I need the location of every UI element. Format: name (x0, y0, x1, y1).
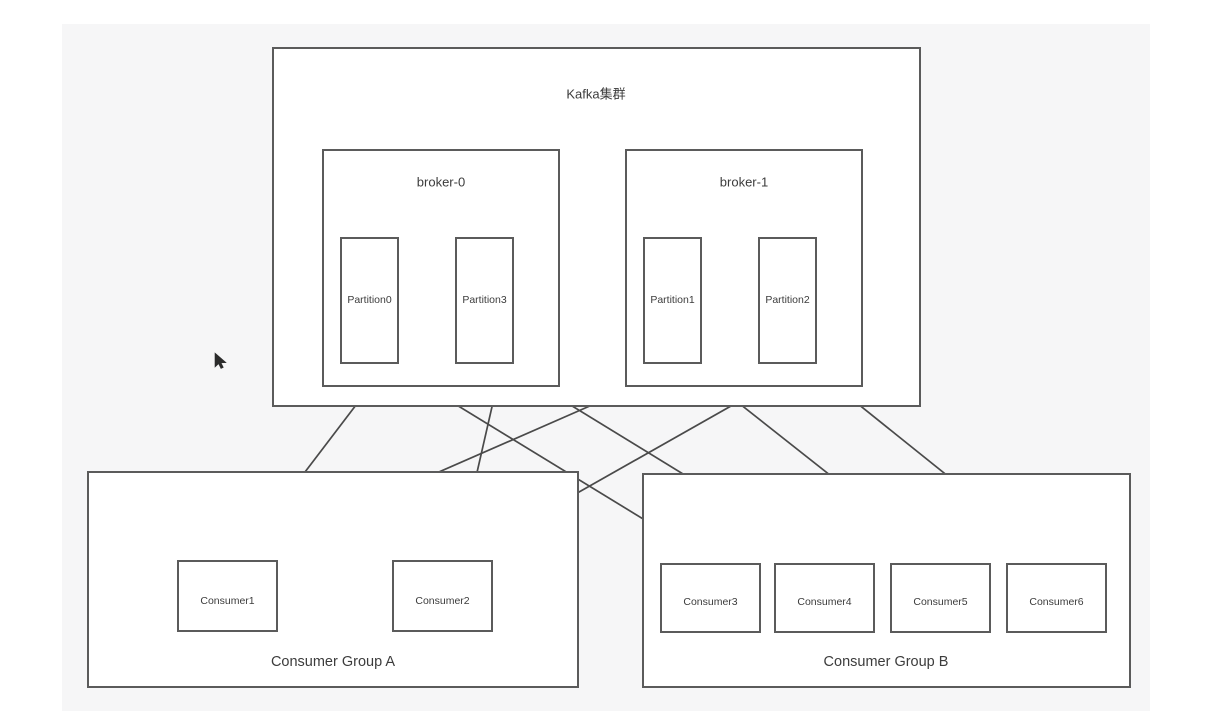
consumer2-label: Consumer2 (415, 595, 469, 607)
consumer-group-b-label: Consumer Group B (824, 654, 949, 670)
consumer3-label: Consumer3 (683, 596, 737, 608)
partition1-container[interactable]: Partition1 (643, 237, 702, 364)
consumer2-box[interactable] (392, 560, 493, 632)
consumer1-container[interactable]: Consumer1 (177, 560, 278, 632)
consumer-group-a-box[interactable] (87, 471, 579, 688)
partition0-box[interactable] (340, 237, 399, 364)
partition0-container[interactable]: Partition0 (340, 237, 399, 364)
consumer5-label: Consumer5 (913, 596, 967, 608)
consumer3-container[interactable]: Consumer3 (660, 563, 761, 633)
partition1-box[interactable] (643, 237, 702, 364)
partition3-container[interactable]: Partition3 (455, 237, 514, 364)
partition1-label: Partition1 (650, 294, 695, 306)
partition2-container[interactable]: Partition2 (758, 237, 817, 364)
consumer-group-a-label: Consumer Group A (271, 654, 395, 670)
partition2-label: Partition2 (765, 294, 810, 306)
consumer6-container[interactable]: Consumer6 (1006, 563, 1107, 633)
kafka-cluster-container[interactable]: Kafka集群 broker-0 Partition0 Partition3 b… (272, 47, 921, 407)
kafka-cluster-title: Kafka集群 (566, 86, 625, 101)
consumer4-container[interactable]: Consumer4 (774, 563, 875, 633)
broker-0-label: broker-0 (417, 174, 465, 189)
partition3-label: Partition3 (462, 294, 507, 306)
partition3-box[interactable] (455, 237, 514, 364)
consumer5-container[interactable]: Consumer5 (890, 563, 991, 633)
broker-1-container[interactable]: broker-1 Partition1 Partition2 (625, 149, 863, 387)
consumer6-box[interactable] (1006, 563, 1107, 633)
broker-0-container[interactable]: broker-0 Partition0 Partition3 (322, 149, 560, 387)
consumer4-box[interactable] (774, 563, 875, 633)
partition0-label: Partition0 (347, 294, 392, 306)
consumer-group-b-container[interactable]: Consumer3 Consumer4 Consumer5 Consumer6 … (642, 473, 1131, 688)
consumer6-label: Consumer6 (1029, 596, 1083, 608)
consumer4-label: Consumer4 (797, 596, 851, 608)
broker-1-label: broker-1 (720, 174, 768, 189)
partition2-box[interactable] (758, 237, 817, 364)
consumer2-container[interactable]: Consumer2 (392, 560, 493, 632)
consumer1-label: Consumer1 (200, 595, 254, 607)
consumer3-box[interactable] (660, 563, 761, 633)
consumer1-box[interactable] (177, 560, 278, 632)
consumer5-box[interactable] (890, 563, 991, 633)
consumer-group-a-container[interactable]: Consumer1 Consumer2 Consumer Group A (87, 471, 579, 688)
